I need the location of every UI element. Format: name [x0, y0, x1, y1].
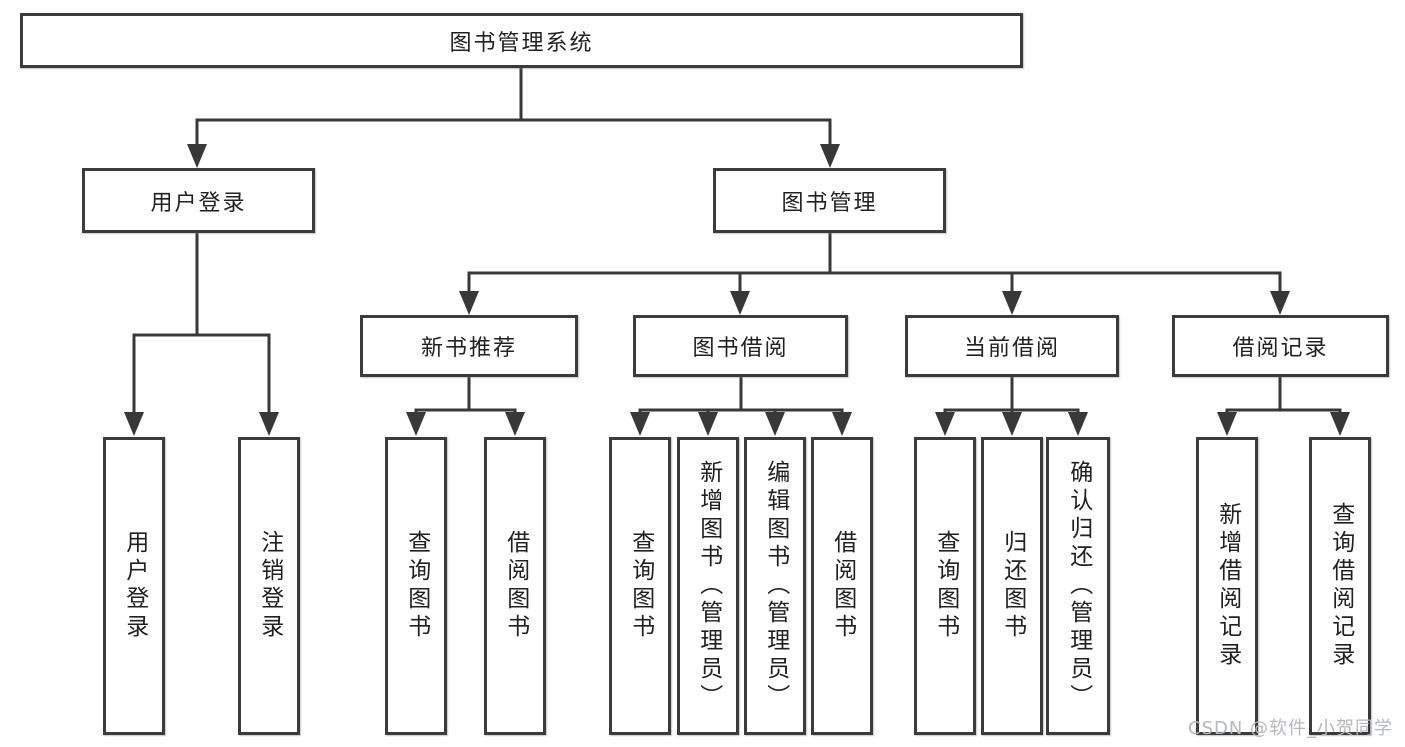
leaf-user-login: 用户登录	[103, 437, 165, 735]
node-label: 借阅图书	[829, 530, 856, 642]
arrowhead	[406, 412, 426, 436]
leaf-query-borrow-record: 查询借阅记录	[1309, 437, 1371, 735]
arrowhead	[505, 412, 525, 436]
node-label: 用户登录	[150, 190, 247, 216]
node-label: 图书借阅	[692, 336, 789, 361]
arrowhead	[765, 412, 785, 436]
node-label: 注销登录	[256, 530, 283, 642]
node-label: 编辑图书（管理员）	[762, 460, 789, 712]
arrowhead	[124, 412, 144, 436]
arrowhead	[730, 291, 750, 315]
leaf-borrow-books-recommend: 借阅图书	[484, 437, 546, 735]
node-current-borrowing: 当前借阅	[905, 315, 1119, 377]
arrowhead	[832, 412, 852, 436]
arrowhead	[630, 412, 650, 436]
node-label: 图书管理	[781, 190, 878, 216]
node-label: 借阅图书	[502, 530, 529, 642]
leaf-confirm-return-admin: 确认归还（管理员）	[1046, 437, 1110, 735]
arrowhead	[459, 291, 479, 315]
arrowhead	[935, 412, 955, 436]
arrowhead	[1330, 412, 1350, 436]
leaf-query-books-borrowing: 查询图书	[609, 437, 671, 735]
node-label: 查询图书	[403, 530, 430, 642]
node-label: 查询图书	[627, 530, 654, 642]
watermark: CSDN @软件_小贺同学	[1188, 718, 1394, 739]
arrowhead	[1270, 291, 1290, 315]
node-new-book-recommendation: 新书推荐	[360, 315, 578, 377]
node-label: 当前借阅	[963, 336, 1060, 361]
arrowhead	[820, 144, 840, 168]
node-label: 查询借阅记录	[1327, 502, 1354, 670]
node-label: 新增借阅记录	[1214, 502, 1241, 670]
arrowhead	[1068, 412, 1088, 436]
leaf-return-books: 归还图书	[981, 437, 1043, 735]
node-label: 新书推荐	[420, 336, 517, 361]
node-library-management-system: 图书管理系统	[20, 13, 1023, 68]
leaf-add-borrow-record: 新增借阅记录	[1196, 437, 1258, 735]
node-label: 新增图书（管理员）	[695, 460, 722, 712]
node-label: 图书管理系统	[449, 30, 594, 56]
leaf-edit-books-admin: 编辑图书（管理员）	[744, 437, 806, 735]
leaf-borrow-books-borrowing: 借阅图书	[811, 437, 873, 735]
leaf-logout: 注销登录	[238, 437, 300, 735]
node-label: 查询图书	[932, 530, 959, 642]
node-book-borrowing: 图书借阅	[633, 315, 848, 377]
node-book-management: 图书管理	[713, 168, 946, 233]
node-label: 确认归还（管理员）	[1065, 460, 1092, 712]
node-label: 归还图书	[999, 530, 1026, 642]
leaf-query-books-current: 查询图书	[914, 437, 976, 735]
node-user-login: 用户登录	[82, 168, 315, 233]
leaf-query-books-recommend: 查询图书	[385, 437, 447, 735]
arrowhead	[1217, 412, 1237, 436]
leaf-add-books-admin: 新增图书（管理员）	[677, 437, 739, 735]
arrowhead	[698, 412, 718, 436]
arrowhead	[1002, 291, 1022, 315]
arrowhead	[1002, 412, 1022, 436]
node-label: 用户登录	[121, 530, 148, 642]
arrowhead	[259, 412, 279, 436]
node-borrowing-records: 借阅记录	[1172, 315, 1389, 377]
arrowhead	[187, 144, 207, 168]
node-label: 借阅记录	[1232, 336, 1329, 361]
